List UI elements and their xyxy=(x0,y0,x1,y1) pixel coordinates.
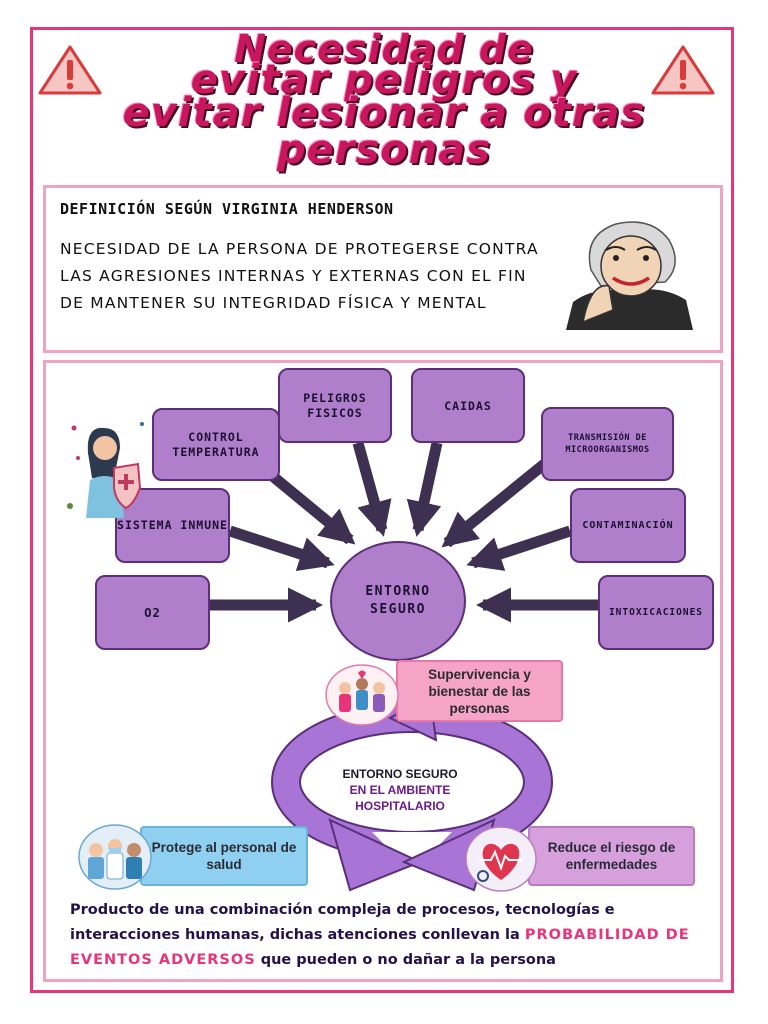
cycle-center-line-2: EN EL AMBIENTE HOSPITALARIO xyxy=(349,783,451,813)
cycle-center-line-1: ENTORNO SEGURO xyxy=(342,767,458,781)
cycle-label-supervivencia: Supervivencia y bienestar de las persona… xyxy=(396,660,563,722)
arrow-peligros-fisicos xyxy=(352,441,392,537)
node-intoxicaciones: INTOXICACIONES xyxy=(598,575,714,650)
definition-box: DEFINICIÓN SEGÚN VIRGINIA HENDERSON NECE… xyxy=(43,185,723,353)
node-caidas: CAIDAS xyxy=(411,368,525,443)
node-entorno-seguro: ENTORNO SEGURO xyxy=(330,541,466,661)
center-label: ENTORNO SEGURO xyxy=(365,584,431,617)
cycle-label-reduce: Reduce el riesgo de enfermedades xyxy=(528,826,695,886)
footer-part-1: Producto de una combinación compleja de … xyxy=(70,902,615,943)
node-contaminacion: CONTAMINACIÓN xyxy=(570,488,686,563)
page-title-line-1: Necesidad de xyxy=(234,27,534,71)
woman-shield-icon xyxy=(67,422,144,518)
warning-icon xyxy=(651,45,715,95)
cycle-label-protege: Protege al personal de salud xyxy=(140,826,308,886)
node-o2: O2 xyxy=(95,575,210,650)
virginia-henderson-portrait xyxy=(561,210,696,330)
page-title-line-3: evitar lesionar a otras xyxy=(122,90,646,136)
cycle-center-text: ENTORNO SEGURO EN EL AMBIENTE HOSPITALAR… xyxy=(330,766,470,814)
warning-icon xyxy=(38,45,102,95)
footer-highlight: PROBABILIDAD DE EVENTOS ADVERSOS xyxy=(70,927,690,968)
footer-part-2: que pueden o no dañar a la persona xyxy=(260,952,556,968)
node-peligros-fisicos: PELIGROS FISICOS xyxy=(278,368,392,443)
definition-text: NECESIDAD DE LA PERSONA DE PROTEGERSE CO… xyxy=(60,240,539,312)
node-control-temperatura: CONTROL TEMPERATURA xyxy=(152,408,280,481)
node-transmision-microorganismos: TRANSMISIÓN DE MICROORGANISMOS xyxy=(541,407,674,481)
people-icon xyxy=(325,664,399,726)
page-title-line-4: personas xyxy=(276,127,492,173)
footer-text: Producto de una combinación compleja de … xyxy=(70,898,710,973)
arrow-transmision xyxy=(441,456,552,548)
arrow-contaminacion xyxy=(466,525,572,571)
heart-health-icon xyxy=(465,826,537,892)
arrow-caidas xyxy=(406,441,443,537)
arrow-sistema-inmune xyxy=(228,525,335,571)
definition-heading: DEFINICIÓN SEGÚN VIRGINIA HENDERSON xyxy=(60,200,394,218)
arrow-control-temperatura xyxy=(266,469,356,545)
medical-staff-icon xyxy=(78,824,152,890)
page-frame xyxy=(30,27,734,993)
page-title-line-2: evitar peligros y xyxy=(190,57,578,103)
